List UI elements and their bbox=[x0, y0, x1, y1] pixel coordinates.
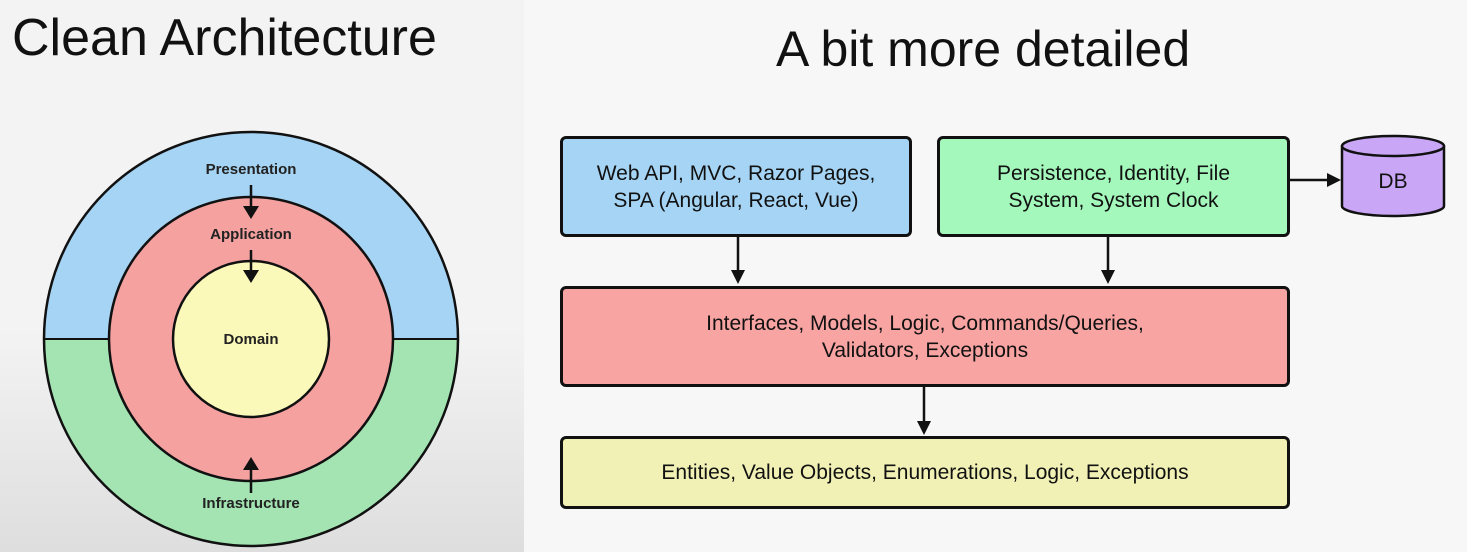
infrastructure-label: Infrastructure bbox=[202, 495, 300, 512]
infrastructure-box-line1: Persistence, Identity, File bbox=[996, 161, 1231, 185]
detailed-title: A bit more detailed bbox=[776, 21, 1191, 77]
db-label: DB bbox=[1378, 170, 1408, 193]
presentation-box: Web API, MVC, Razor Pages, SPA (Angular,… bbox=[560, 136, 912, 237]
domain-box: Entities, Value Objects, Enumerations, L… bbox=[560, 436, 1290, 509]
clean-architecture-title: Clean Architecture bbox=[12, 9, 437, 67]
onion-diagram bbox=[42, 130, 460, 548]
presentation-label: Presentation bbox=[205, 161, 297, 178]
application-box-line2: Validators, Exceptions bbox=[821, 338, 1029, 362]
presentation-box-line1: Web API, MVC, Razor Pages, bbox=[596, 161, 876, 185]
domain-label: Domain bbox=[223, 331, 279, 348]
db-cylinder bbox=[1340, 134, 1446, 218]
presentation-box-line2: SPA (Angular, React, Vue) bbox=[613, 188, 859, 212]
domain-box-line1: Entities, Value Objects, Enumerations, L… bbox=[661, 461, 1189, 484]
infrastructure-box-line2: System, System Clock bbox=[1008, 188, 1219, 212]
infrastructure-box: Persistence, Identity, File System, Syst… bbox=[937, 136, 1290, 237]
application-box-line1: Interfaces, Models, Logic, Commands/Quer… bbox=[706, 311, 1144, 335]
application-box: Interfaces, Models, Logic, Commands/Quer… bbox=[560, 286, 1290, 387]
application-label: Application bbox=[210, 226, 292, 243]
